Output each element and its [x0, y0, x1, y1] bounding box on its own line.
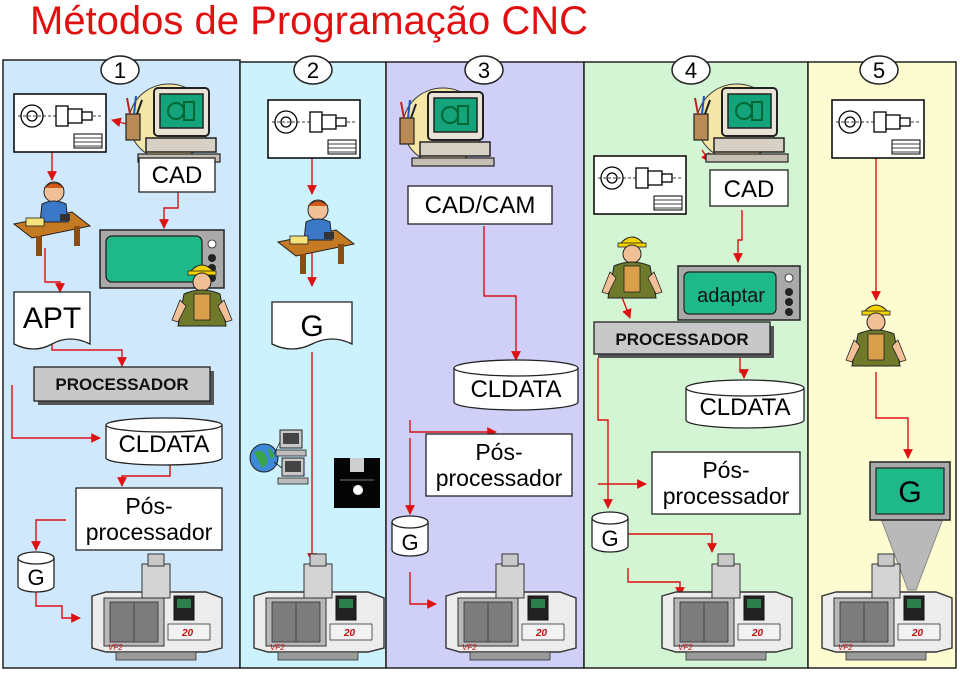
- g-label-2: G: [300, 310, 323, 343]
- cldata-cylinder-1: [105, 417, 223, 466]
- column-4-panel: [583, 61, 809, 669]
- processor-label-1: PROCESSADOR: [55, 375, 188, 394]
- postprocessor-box-1: [75, 487, 223, 551]
- post-label-3-line1: Pós-: [475, 439, 522, 465]
- cad-box-1: [138, 157, 216, 193]
- post-label-3-line2: processador: [436, 465, 563, 491]
- part-drawing-icon: [593, 155, 687, 215]
- cadcam-label: CAD/CAM: [425, 192, 536, 219]
- post-label-1-line1: Pós-: [125, 493, 172, 519]
- cldata-label-3: CLDATA: [470, 376, 561, 403]
- adapt-monitor: [677, 265, 801, 321]
- cadcam-box: [407, 185, 553, 225]
- g-label-1: G: [27, 565, 44, 590]
- page-title: Métodos de Programação CNC: [30, 0, 588, 43]
- part-drawing-icon: [267, 99, 361, 159]
- cad-label-1: CAD: [152, 162, 203, 189]
- column-number-3: 3: [464, 55, 504, 85]
- column-number-1-text: 1: [114, 58, 126, 83]
- column-number-5-text: 5: [873, 58, 885, 83]
- column-number-2-text: 2: [307, 58, 319, 83]
- column-number-3-text: 3: [478, 58, 490, 83]
- g-document-2: [271, 301, 353, 350]
- g-label-4: G: [601, 526, 618, 551]
- column-number-4-text: 4: [685, 58, 697, 83]
- post-label-4-line1: Pós-: [702, 457, 749, 483]
- apt-label: APT: [23, 302, 81, 335]
- cldata-label-4: CLDATA: [699, 394, 790, 421]
- processor-box-1: [33, 366, 214, 405]
- column-number-4: 4: [671, 55, 711, 85]
- g-label-3: G: [401, 530, 418, 555]
- adapt-label: adaptar: [697, 285, 765, 307]
- control-panel-icon: [869, 461, 951, 521]
- g-label-5: G: [898, 476, 921, 509]
- processor-box-4: [593, 321, 774, 358]
- cldata-cylinder-4: [685, 379, 805, 429]
- processor-label-4: PROCESSADOR: [615, 330, 748, 349]
- postprocessor-box-4: [651, 451, 801, 515]
- cldata-cylinder-3: [453, 359, 579, 411]
- apt-document: [13, 291, 91, 350]
- column-number-5: 5: [859, 55, 899, 85]
- post-label-1-line2: processador: [86, 519, 213, 545]
- part-drawing-icon: [13, 93, 107, 153]
- cad-label-4: CAD: [724, 176, 775, 203]
- cldata-label-1: CLDATA: [118, 431, 209, 458]
- post-label-4-line2: processador: [663, 483, 790, 509]
- floppy-disk-icon: [333, 457, 381, 509]
- part-drawing-icon: [831, 99, 925, 159]
- cad-box-4: [709, 169, 789, 207]
- postprocessor-box-3: [425, 433, 573, 497]
- column-number-2: 2: [293, 55, 333, 85]
- column-number-1: 1: [100, 55, 140, 85]
